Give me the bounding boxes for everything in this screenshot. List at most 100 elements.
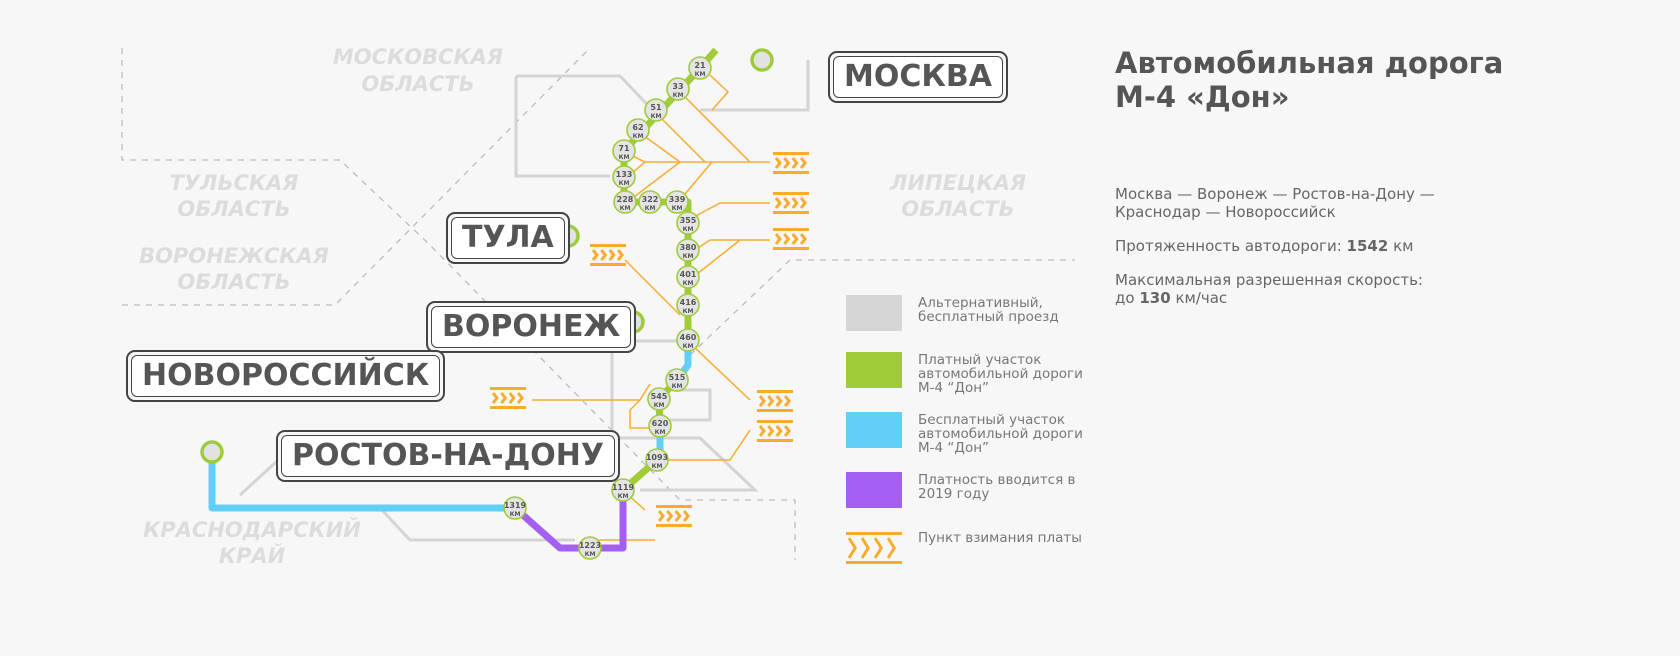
km-value: 1319: [504, 501, 527, 510]
km-unit: КМ: [585, 551, 596, 558]
km-value: 515: [669, 373, 686, 382]
region-voronezh: ВОРОНЕЖСКАЯ: [139, 244, 329, 268]
km-value: 228: [617, 195, 634, 204]
km-marker-circle: [578, 536, 602, 560]
city-label-tula: ТУЛА: [446, 212, 570, 264]
region-lipetsk: ЛИПЕЦКАЯ: [889, 171, 1026, 195]
toll-chevrons-icon: [757, 390, 793, 412]
city-name: РОСТОВ-НА-ДОНУ: [281, 435, 616, 477]
toll-chevrons-icon: [490, 387, 526, 409]
km-unit: КМ: [683, 253, 694, 260]
city-label-moscow: МОСКВА: [828, 51, 1008, 103]
region-krasnodar: КРАСНОДАРСКИЙ: [143, 517, 361, 542]
km-unit: КМ: [618, 493, 629, 500]
road-length: Протяженность автодороги: 1542 км: [1115, 237, 1515, 255]
region-lipetsk: ОБЛАСТЬ: [901, 197, 1014, 221]
legend-label: Альтернативный, бесплатный проезд: [918, 295, 1059, 325]
toll-chevrons-icon: [656, 505, 692, 527]
region-moscow: ОБЛАСТЬ: [361, 72, 474, 96]
km-value: 401: [680, 270, 697, 279]
speed-prefix: до: [1115, 289, 1135, 307]
km-marker-circle: [676, 293, 700, 317]
city-label-voronezh: ВОРОНЕЖ: [426, 301, 637, 353]
city-name: ВОРОНЕЖ: [431, 306, 632, 348]
km-unit: КМ: [654, 402, 665, 409]
km-unit: КМ: [652, 463, 663, 470]
toll-chevrons-icon: [773, 192, 809, 214]
km-value: 21: [694, 61, 706, 70]
region-krasnodar: КРАЙ: [219, 543, 286, 568]
km-value: 71: [618, 144, 630, 153]
km-marker-circle: [647, 387, 671, 411]
length-label: Протяженность автодороги:: [1115, 237, 1342, 255]
km-value: 51: [650, 103, 662, 112]
km-unit: КМ: [645, 205, 656, 212]
km-value: 133: [616, 170, 633, 179]
km-value: 380: [680, 243, 697, 252]
length-value: 1542: [1346, 237, 1389, 255]
km-unit: КМ: [672, 383, 683, 390]
legend-swatch: [846, 472, 902, 508]
km-marker-circle: [648, 414, 672, 438]
region-tula: ТУЛЬСКАЯ: [170, 171, 299, 195]
km-marker-circle: [665, 190, 689, 214]
km-unit: КМ: [683, 343, 694, 350]
km-marker-circle: [612, 139, 636, 163]
km-marker-circle: [665, 368, 689, 392]
km-value: 355: [680, 216, 697, 225]
legend-label: Пункт взимания платы: [918, 530, 1082, 546]
region-borders: [121, 47, 1075, 560]
city-label-rostov: РОСТОВ-НА-ДОНУ: [276, 430, 621, 482]
city-label-novorossiysk: НОВОРОССИЙСК: [126, 350, 446, 402]
region-labels: МОСКОВСКАЯ ОБЛАСТЬ ТУЛЬСКАЯ ОБЛАСТЬ ВОРО…: [139, 45, 1026, 568]
city-name: ТУЛА: [451, 217, 565, 259]
city-dot: [200, 440, 224, 464]
page-title: Автомобильная дорога М-4 «Дон»: [1115, 46, 1504, 114]
legend-swatch: [846, 412, 902, 448]
toll-connectors: [532, 74, 770, 549]
km-unit: КМ: [673, 92, 684, 99]
km-unit: КМ: [683, 280, 694, 287]
legend-label: Бесплатный участок автомобильной дороги …: [918, 412, 1083, 456]
km-value: 460: [680, 333, 697, 342]
city-name: МОСКВА: [833, 56, 1003, 98]
km-unit: КМ: [683, 308, 694, 315]
km-value: 339: [669, 195, 686, 204]
route-description: Москва — Воронеж — Ростов-на-Дону — Крас…: [1115, 185, 1435, 221]
region-moscow: МОСКОВСКАЯ: [333, 45, 503, 69]
city-name: НОВОРОССИЙСК: [131, 355, 441, 397]
km-unit: КМ: [619, 180, 630, 187]
legend-label: Платный участок автомобильной дороги М-4…: [918, 352, 1083, 396]
km-marker-circle: [644, 98, 668, 122]
toll-chevrons-icon: [590, 244, 626, 266]
speed-label: Максимальная разрешенная скорость:: [1115, 271, 1423, 289]
region-tula: ОБЛАСТЬ: [177, 197, 290, 221]
km-value: 62: [632, 123, 643, 132]
legend-label: Платность вводится в 2019 году: [918, 472, 1076, 502]
toll-chevrons-icon: [846, 532, 902, 564]
km-unit: КМ: [683, 226, 694, 233]
km-value: 620: [652, 419, 669, 428]
km-marker-circle: [676, 265, 700, 289]
km-marker-circle: [676, 328, 700, 352]
toll-chevrons-icon: [773, 228, 809, 250]
km-value: 322: [642, 195, 659, 204]
km-marker-circle: [638, 190, 662, 214]
length-unit: км: [1393, 237, 1414, 255]
legend-swatch: [846, 352, 902, 388]
